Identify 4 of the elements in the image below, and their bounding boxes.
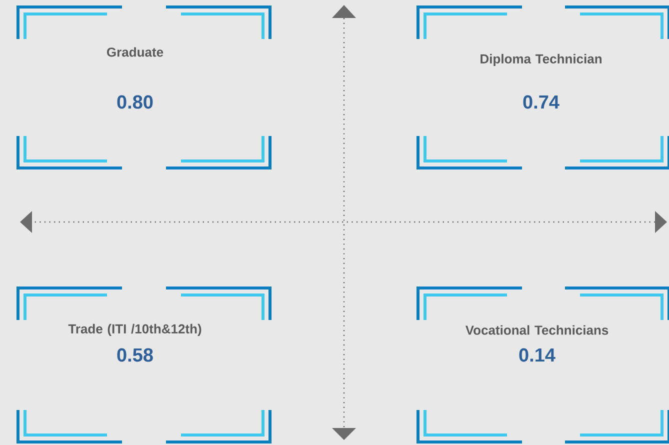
quadrant-box: Graduate 0.80	[16, 6, 272, 170]
quadrant-box: Diploma Technician 0.74	[416, 6, 669, 170]
quadrant-box: Vocational Technicians 0.14	[416, 286, 669, 444]
quadrant-box: Trade (ITI /10th&12th) 0.58	[16, 286, 272, 444]
